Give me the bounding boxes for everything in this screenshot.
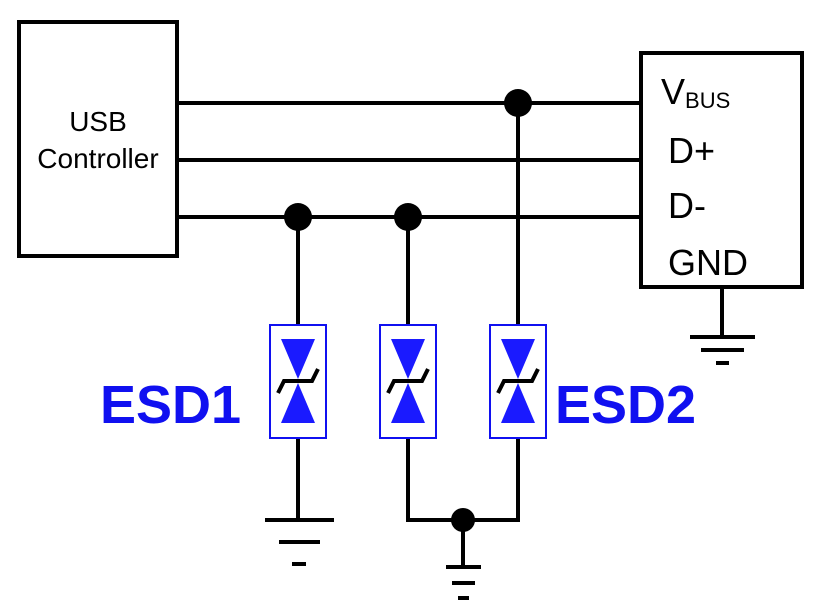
- usb-controller-label-line1: USB: [69, 106, 127, 137]
- usb-connector-block: VBUS D+ D- GND: [639, 51, 804, 289]
- usb-controller-block: USB Controller: [17, 20, 179, 258]
- pin-dminus-label: D-: [668, 185, 706, 226]
- junction-dot-icon: [451, 508, 475, 532]
- pin-dplus-label: D+: [668, 130, 715, 171]
- usb-connector-box: [639, 51, 804, 289]
- usb-controller-label-line2: Controller: [37, 143, 158, 174]
- esd-middle-diode-icon: [378, 323, 438, 440]
- pin-vbus-label: VBUS: [661, 71, 730, 113]
- esd2-diode-icon: [488, 323, 548, 440]
- usb-controller-box: [17, 20, 179, 258]
- ground-symbol-icon: [446, 565, 481, 600]
- ground-symbol-icon: [690, 335, 755, 365]
- junction-dot-icon: [394, 203, 422, 231]
- shared-ground-wire: [406, 438, 520, 522]
- junction-dot-icon: [284, 203, 312, 231]
- esd2-label: ESD2: [555, 375, 696, 435]
- junction-dot-icon: [504, 89, 532, 117]
- junction-dots: [284, 89, 532, 532]
- ground-symbol-icon: [265, 518, 334, 566]
- pin-gnd-label: GND: [668, 242, 748, 283]
- esd1-diode-icon: [268, 323, 328, 440]
- esd1-label: ESD1: [100, 375, 241, 435]
